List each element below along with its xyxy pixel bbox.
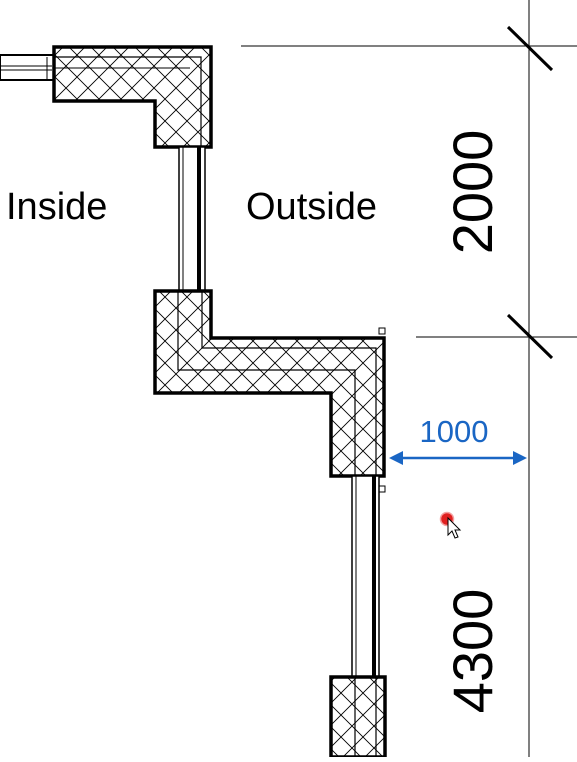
dimension-text-lower[interactable]: 4300 <box>441 589 504 714</box>
arrow-cursor-icon <box>447 516 462 539</box>
inside-label: Inside <box>6 186 107 228</box>
dimension-tick-top <box>506 25 554 72</box>
temporary-dimension[interactable]: 1000 <box>389 414 527 465</box>
wall-middle-jog[interactable] <box>153 289 386 493</box>
arrow-left-icon <box>389 451 403 465</box>
window-lower[interactable] <box>351 475 380 678</box>
arrow-right-icon <box>513 451 527 465</box>
outside-label: Outside <box>246 186 377 228</box>
wall-top-corner[interactable] <box>52 45 213 149</box>
temporary-dimension-value[interactable]: 1000 <box>420 414 489 449</box>
dimension-tick-middle <box>506 313 554 360</box>
cursor <box>439 511 462 539</box>
window-top-left[interactable] <box>0 54 55 81</box>
window-upper[interactable] <box>178 146 206 292</box>
wall-bottom[interactable] <box>329 675 387 759</box>
dimension-line-group[interactable]: 2000 4300 <box>241 0 577 757</box>
dimension-text-upper[interactable]: 2000 <box>441 130 504 255</box>
